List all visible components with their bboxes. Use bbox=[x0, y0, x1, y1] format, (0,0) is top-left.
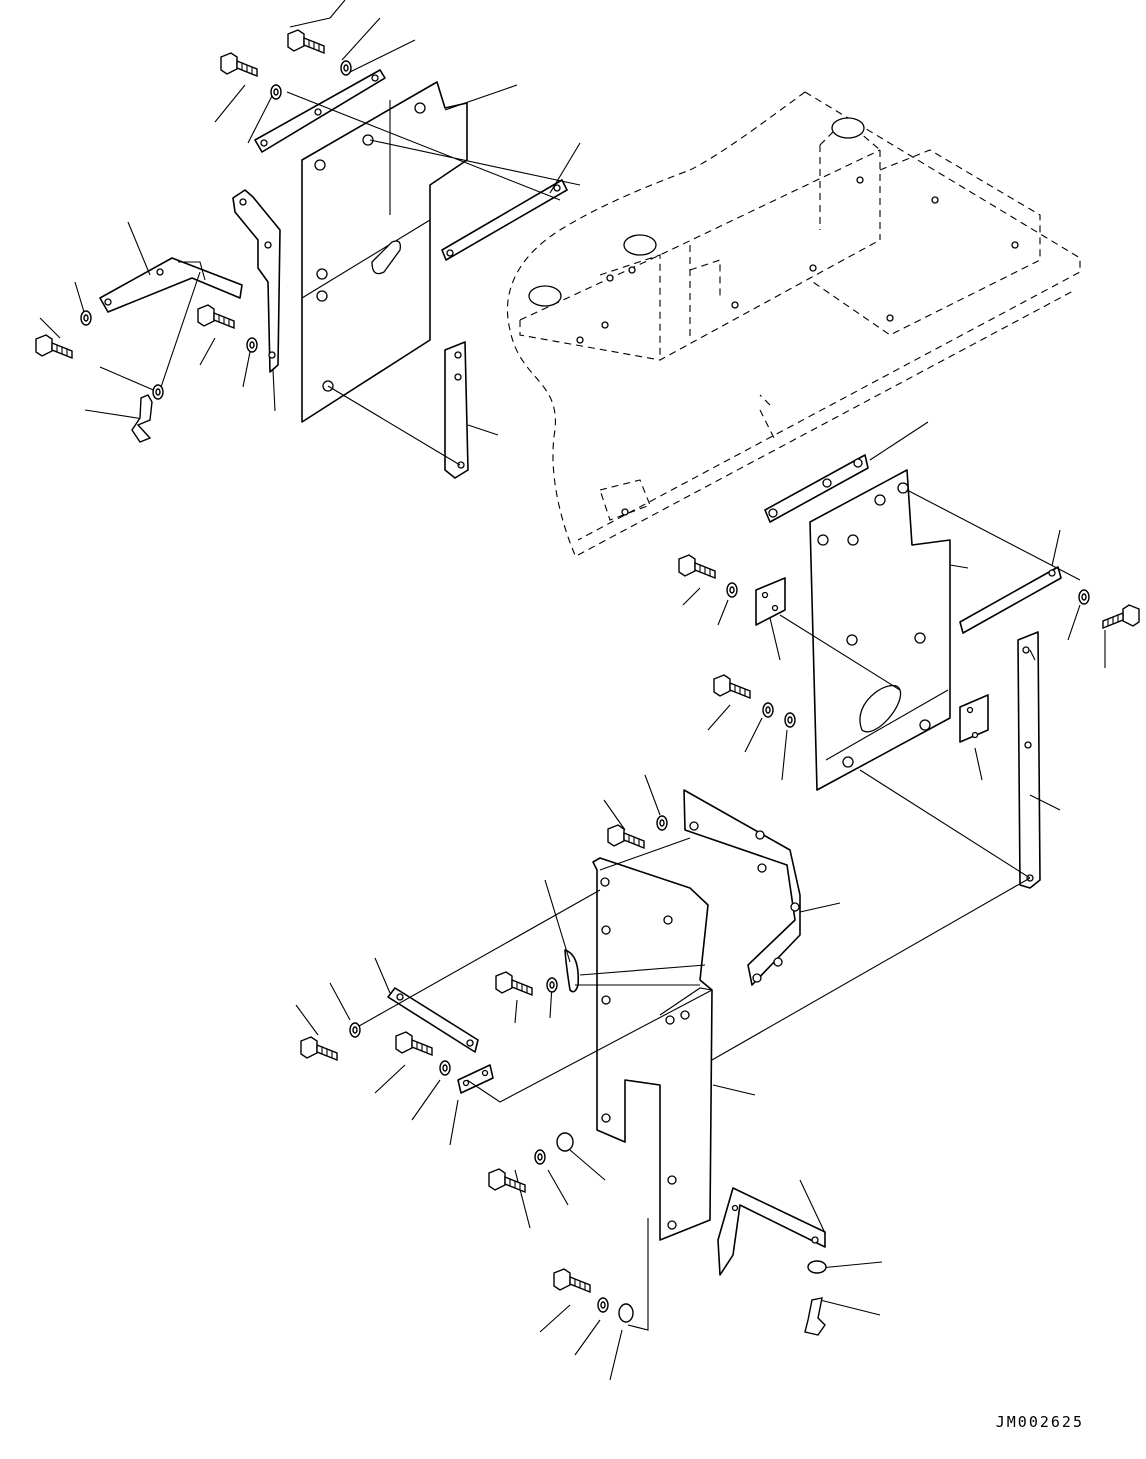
lower-fasteners bbox=[300, 815, 826, 1335]
right-side-strip bbox=[960, 567, 1061, 633]
right-cover-assembly bbox=[683, 422, 1105, 888]
bolt-2 bbox=[220, 52, 258, 77]
lower-large-bracket bbox=[593, 858, 712, 1240]
lower-bracket-assembly bbox=[296, 775, 1030, 1380]
bolt-1 bbox=[287, 29, 325, 54]
drawing-reference-code: JM002625 bbox=[995, 1413, 1084, 1431]
lower-left-strip bbox=[388, 988, 478, 1052]
bolt-4 bbox=[35, 334, 73, 359]
bolt-3 bbox=[197, 304, 235, 329]
side-bracket bbox=[233, 190, 280, 372]
lower-small-pad bbox=[458, 1065, 493, 1093]
small-vertical-bracket bbox=[445, 342, 468, 478]
right-vertical-bar bbox=[1018, 632, 1040, 888]
right-strip-plate bbox=[442, 180, 567, 260]
pad-lower bbox=[960, 695, 988, 742]
right-cover-plate bbox=[810, 470, 950, 790]
machine-frame-outline bbox=[507, 92, 1080, 555]
pad-upper bbox=[756, 578, 785, 625]
upper-angle-bracket bbox=[684, 790, 800, 985]
stud-bolt bbox=[132, 395, 152, 442]
foot-bracket bbox=[718, 1188, 825, 1275]
foot-bolt bbox=[805, 1298, 825, 1335]
spacer-plate bbox=[565, 950, 578, 992]
upper-left-fasteners bbox=[35, 29, 352, 442]
right-top-strip bbox=[765, 455, 868, 522]
lever-clamp bbox=[100, 258, 242, 312]
upper-left-cover-assembly bbox=[40, 0, 580, 478]
